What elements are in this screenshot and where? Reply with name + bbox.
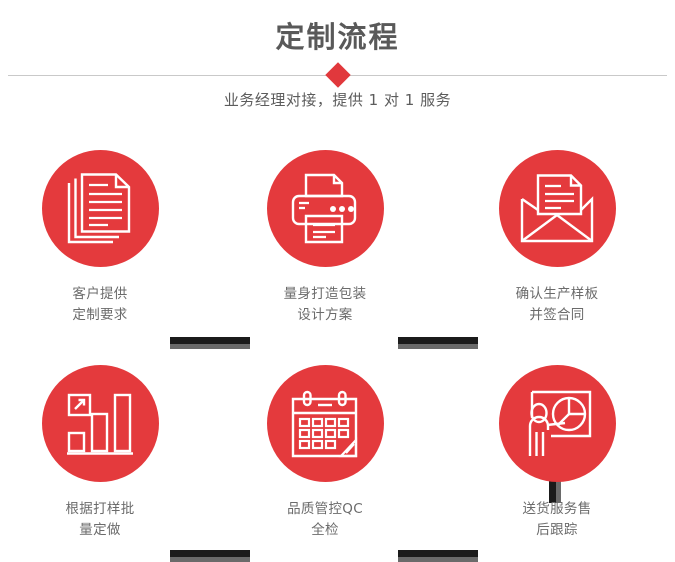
process-step-5[interactable]: 品质管控QC 全检	[235, 365, 415, 541]
step-6-label: 送货服务售 后跟踪	[522, 501, 592, 538]
step-5-icon-circle[interactable]	[266, 365, 384, 482]
connector-bar	[549, 461, 556, 503]
connector-shadow	[170, 557, 250, 562]
bar-chart-growth-icon	[67, 393, 133, 455]
process-step-3[interactable]: 确认生产样板 并签合同	[467, 150, 647, 326]
presenter-pie-chart-icon	[528, 390, 592, 456]
connector-shadow	[398, 557, 478, 562]
connector-step5-step6	[398, 550, 478, 562]
process-step-1[interactable]: 客户提供 定制要求	[10, 150, 190, 326]
connector-shadow	[170, 344, 250, 349]
envelope-document-icon	[520, 173, 594, 242]
documents-stack-icon	[67, 172, 131, 243]
connector-step2-step3	[398, 337, 478, 349]
step-1-label: 客户提供 定制要求	[72, 286, 128, 323]
step-4-icon-circle[interactable]	[41, 365, 159, 482]
connector-bar	[170, 337, 250, 344]
step-6-icon-circle[interactable]	[498, 365, 616, 482]
connector-step4-step5	[170, 550, 250, 562]
page-subtitle: 业务经理对接，提供 1 对 1 服务	[223, 91, 452, 109]
connector-step1-step2	[170, 337, 250, 349]
step-4-label: 根据打样批 量定做	[65, 501, 135, 538]
step-2-label: 量身打造包装 设计方案	[283, 286, 367, 323]
page-title: 定制流程	[275, 20, 400, 54]
printer-icon	[291, 173, 357, 243]
header: 定制流程 业务经理对接，提供 1 对 1 服务	[0, 0, 675, 130]
process-flow: 客户提供 定制要求	[0, 130, 675, 562]
step-5-label: 品质管控QC 全检	[287, 501, 363, 538]
calendar-icon	[291, 390, 358, 457]
step-2-icon-circle[interactable]	[266, 150, 384, 267]
title-divider	[0, 62, 675, 88]
diamond-marker-icon	[324, 62, 351, 88]
process-step-6[interactable]: 送货服务售 后跟踪	[467, 365, 647, 541]
connector-bar	[170, 550, 250, 557]
connector-bar	[398, 337, 478, 344]
connector-bar	[398, 550, 478, 557]
connector-step3-step6	[549, 461, 561, 503]
process-step-2[interactable]: 量身打造包装 设计方案	[235, 150, 415, 326]
connector-shadow	[556, 461, 561, 503]
step-3-icon-circle[interactable]	[498, 150, 616, 267]
connector-shadow	[398, 344, 478, 349]
step-3-label: 确认生产样板 并签合同	[515, 286, 599, 323]
step-1-icon-circle[interactable]	[41, 150, 159, 267]
process-step-4[interactable]: 根据打样批 量定做	[10, 365, 190, 541]
